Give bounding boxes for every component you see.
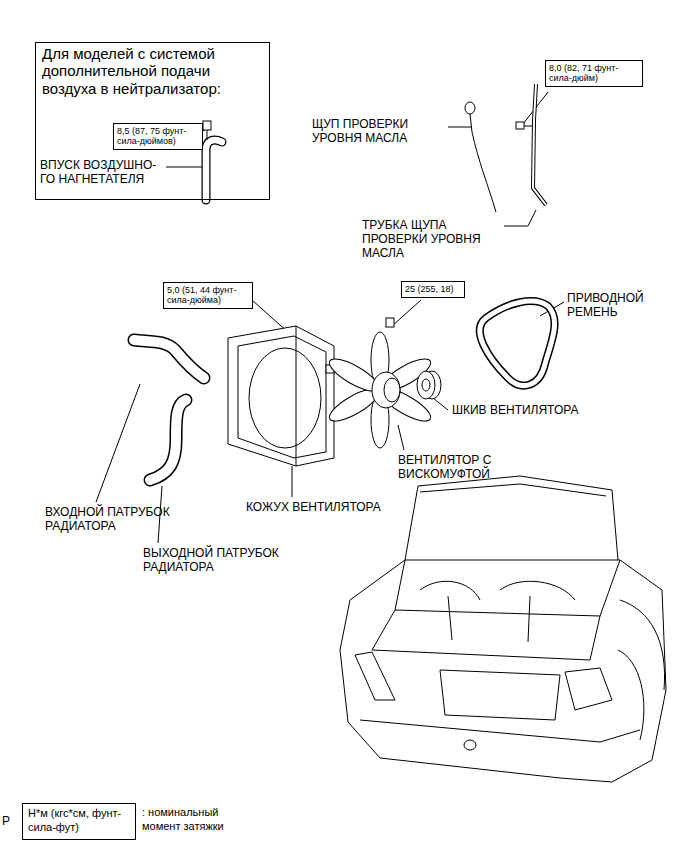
leader-line xyxy=(96,92,564,543)
leader-line xyxy=(292,466,293,497)
oil-dipstick xyxy=(465,102,496,212)
torque-box: 25 (255, 18) xyxy=(401,281,465,298)
vehicle xyxy=(528,596,530,642)
legend-note: : номинальный момент затяжки xyxy=(142,806,254,834)
vehicle xyxy=(360,720,640,742)
vehicle xyxy=(372,610,600,660)
note-heading: Для моделей с системой дополнительной по… xyxy=(42,45,247,97)
torque-value: 8,0 (82, 71 фунт-сила-дюйм) xyxy=(549,63,639,84)
torque-box: 8,0 (82, 71 фунт-сила-дюйм) xyxy=(545,60,643,87)
fan-with-fluid-coupling xyxy=(325,318,434,448)
drive-belt xyxy=(480,301,555,385)
torque-value: 5,0 (51, 44 фунт-сила-дюйма) xyxy=(167,285,249,306)
vehicle xyxy=(405,476,618,560)
air-intake-pipe xyxy=(206,140,222,200)
leader-line xyxy=(504,210,536,226)
vehicle xyxy=(340,476,666,782)
vehicle xyxy=(395,560,620,616)
dipstick-guide xyxy=(516,84,546,205)
radiator-hose xyxy=(150,400,186,480)
air-intake-pipe xyxy=(206,140,222,200)
vehicle xyxy=(565,668,612,710)
radiator-hose xyxy=(150,400,186,480)
part-label: ВХОДНОЙ ПАТРУБОК РАДИАТОРА xyxy=(45,505,183,533)
leader-line xyxy=(433,398,448,410)
vehicle xyxy=(500,581,575,600)
radiator-hose xyxy=(134,340,204,480)
part-label: ШКИВ ВЕНТИЛЯТОРА xyxy=(452,403,622,417)
dipstick-guide xyxy=(533,84,546,205)
fan-pulley xyxy=(417,371,435,399)
torque-value: 25 (255, 18) xyxy=(405,284,461,294)
vehicle xyxy=(448,596,452,640)
dipstick-guide xyxy=(524,126,533,127)
fan-shroud xyxy=(249,348,321,448)
part-label: ВПУСК ВОЗДУШНО- ГО НАГНЕТАТЕЛЯ xyxy=(40,158,164,186)
dipstick-guide xyxy=(533,84,546,205)
oil-dipstick xyxy=(470,114,496,212)
radiator-hose xyxy=(134,340,204,378)
fan-shroud xyxy=(296,326,297,466)
part-label: ЩУП ПРОВЕРКИ УРОВНЯ МАСЛА xyxy=(312,117,446,145)
fan-with-fluid-coupling xyxy=(384,378,400,402)
oil-dipstick xyxy=(465,102,475,114)
drive-belt xyxy=(480,301,555,385)
part-label: ПРИВОДНОЙ РЕМЕНЬ xyxy=(567,291,667,319)
leader-line xyxy=(96,384,140,502)
fan-shroud xyxy=(228,326,334,466)
vehicle xyxy=(420,581,480,600)
part-label: ТРУБКА ЩУПА ПРОВЕРКИ УРОВНЯ МАСЛА xyxy=(362,218,502,260)
leader-line xyxy=(448,127,472,128)
air-intake-pipe xyxy=(207,130,208,140)
figure-code: P xyxy=(2,814,16,828)
vehicle xyxy=(440,670,560,720)
fan-with-fluid-coupling xyxy=(372,372,400,408)
part-label: ВЫХОДНОЙ ПАТРУБОК РАДИАТОРА xyxy=(143,546,295,574)
leader-line xyxy=(398,425,404,450)
vehicle xyxy=(618,650,644,740)
vehicle xyxy=(340,560,666,782)
fan-shroud xyxy=(238,336,326,458)
dipstick-guide xyxy=(516,122,524,129)
drive-belt xyxy=(480,301,555,385)
legend-box: Н*м (кгс*см, фунт-сила-фут): номинальный… xyxy=(22,803,136,840)
torque-value: 8,5 (87, 75 фунт-сила-дюймов) xyxy=(117,126,199,147)
unit-legend: Н*м (кгс*см, фунт-сила-фут) xyxy=(28,807,130,835)
torque-box: 5,0 (51, 44 фунт-сила-дюйма) xyxy=(163,282,253,309)
part-label: КОЖУХ ВЕНТИЛЯТОРА xyxy=(246,500,416,514)
fan-with-fluid-coupling xyxy=(386,318,394,327)
vehicle xyxy=(620,600,665,690)
leader-line xyxy=(166,167,204,168)
air-intake-pipe xyxy=(203,121,211,130)
air-intake-pipe xyxy=(203,121,222,200)
torque-box: 8,5 (87, 75 фунт-сила-дюймов) xyxy=(113,123,203,150)
vehicle xyxy=(420,484,606,496)
fan-pulley xyxy=(417,371,441,399)
vehicle xyxy=(464,740,476,750)
leader-line xyxy=(392,300,421,326)
fan-pulley xyxy=(422,379,430,391)
fan-shroud xyxy=(228,326,334,466)
radiator-hose xyxy=(134,340,204,378)
part-label: ВЕНТИЛЯТОР С ВИСКОМУФТОЙ xyxy=(398,453,514,481)
vehicle xyxy=(355,652,395,700)
